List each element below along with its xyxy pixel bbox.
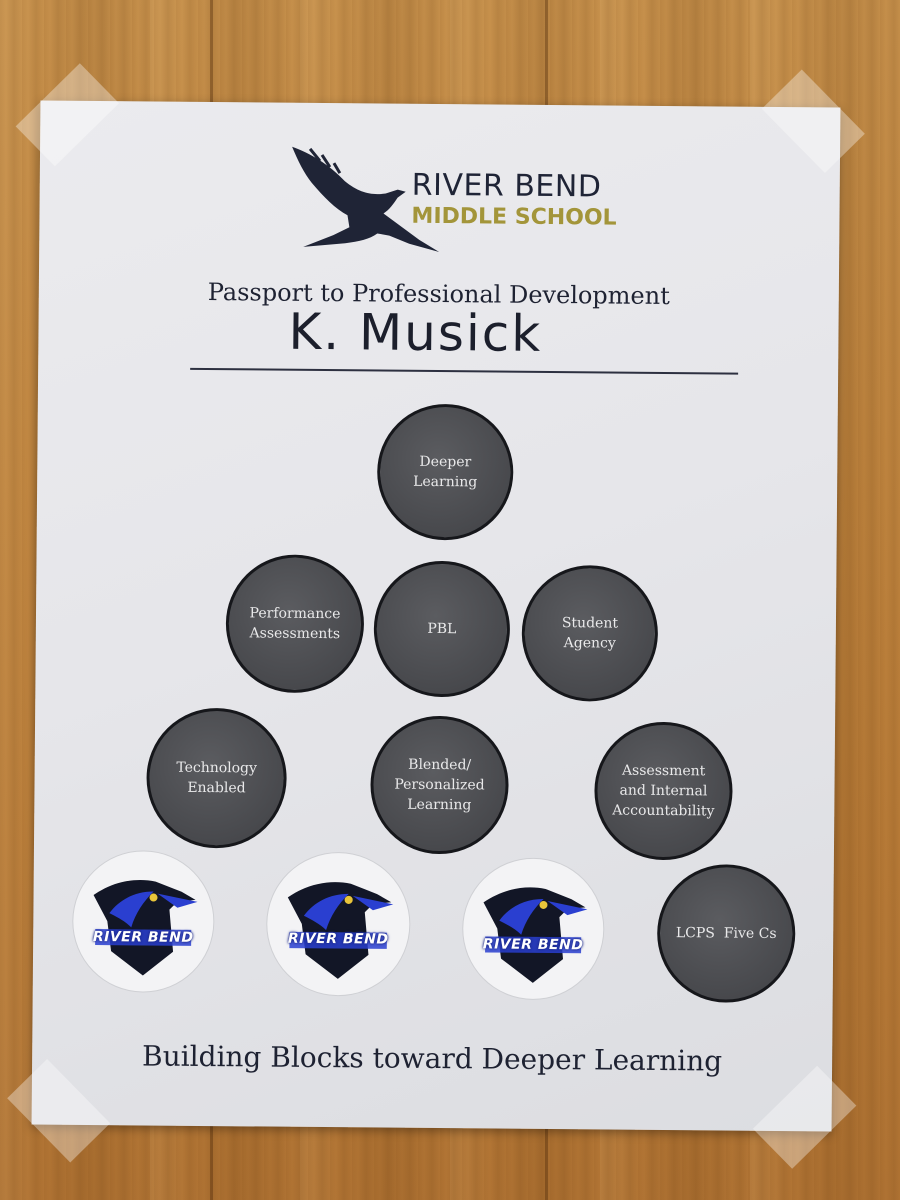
circle-label: PBL [427, 620, 457, 638]
raven-mascot-icon [483, 887, 588, 983]
school-name-line2: MIDDLE SCHOOL [411, 203, 617, 231]
circle-label: Technology Enabled [176, 759, 258, 797]
circle-student-agency: Student Agency [521, 564, 659, 702]
sticker-text: RIVER BEND [92, 929, 194, 946]
circle-label: Performance Assessments [249, 605, 341, 643]
raven-icon [292, 146, 440, 253]
handwritten-name: K. Musick [288, 302, 543, 363]
raven-mascot-icon [93, 879, 198, 976]
school-logo: RIVER BEND MIDDLE SCHOOL [289, 143, 630, 256]
tape-corner [15, 63, 120, 167]
sticker-text: RIVER BEND [482, 936, 584, 954]
circle-deeper-learning: Deeper Learning [376, 403, 514, 541]
river-bend-sticker: RIVER BEND [72, 850, 214, 993]
river-bend-sticker: RIVER BEND [462, 858, 604, 1000]
circle-label: Student Agency [561, 615, 619, 652]
circle-blended-personalized-learning: Blended/ Personalized Learning [369, 715, 510, 855]
circle-label: LCPS Five Cs [675, 925, 777, 942]
raven-mascot-icon [287, 882, 394, 979]
circle-performance-assessments: Performance Assessments [225, 554, 365, 694]
tape-corner [752, 1065, 857, 1169]
footer-caption: Building Blocks toward Deeper Learning [141, 1039, 723, 1078]
school-name-line1: RIVER BEND [411, 167, 602, 205]
passport-sheet: RIVER BEND MIDDLE SCHOOL Passport to Pro… [7, 63, 865, 1169]
tape-corner [7, 1059, 111, 1163]
tape-corner [761, 69, 865, 173]
name-underline [190, 367, 739, 375]
circle-pbl: PBL [373, 560, 511, 698]
sticker-text: RIVER BEND [287, 930, 389, 948]
circle-label: Blended/ Personalized Learning [394, 756, 485, 814]
circle-technology-enabled: Technology Enabled [145, 707, 288, 849]
river-bend-sticker: RIVER BEND [266, 852, 410, 996]
circle-label: Assessment and Internal Accountability [612, 762, 715, 820]
circle-label: Deeper Learning [413, 453, 478, 491]
circle-assessment-accountability: Assessment and Internal Accountability [593, 721, 734, 861]
circle-lcps-five-cs: LCPS Five Cs [656, 863, 796, 1004]
